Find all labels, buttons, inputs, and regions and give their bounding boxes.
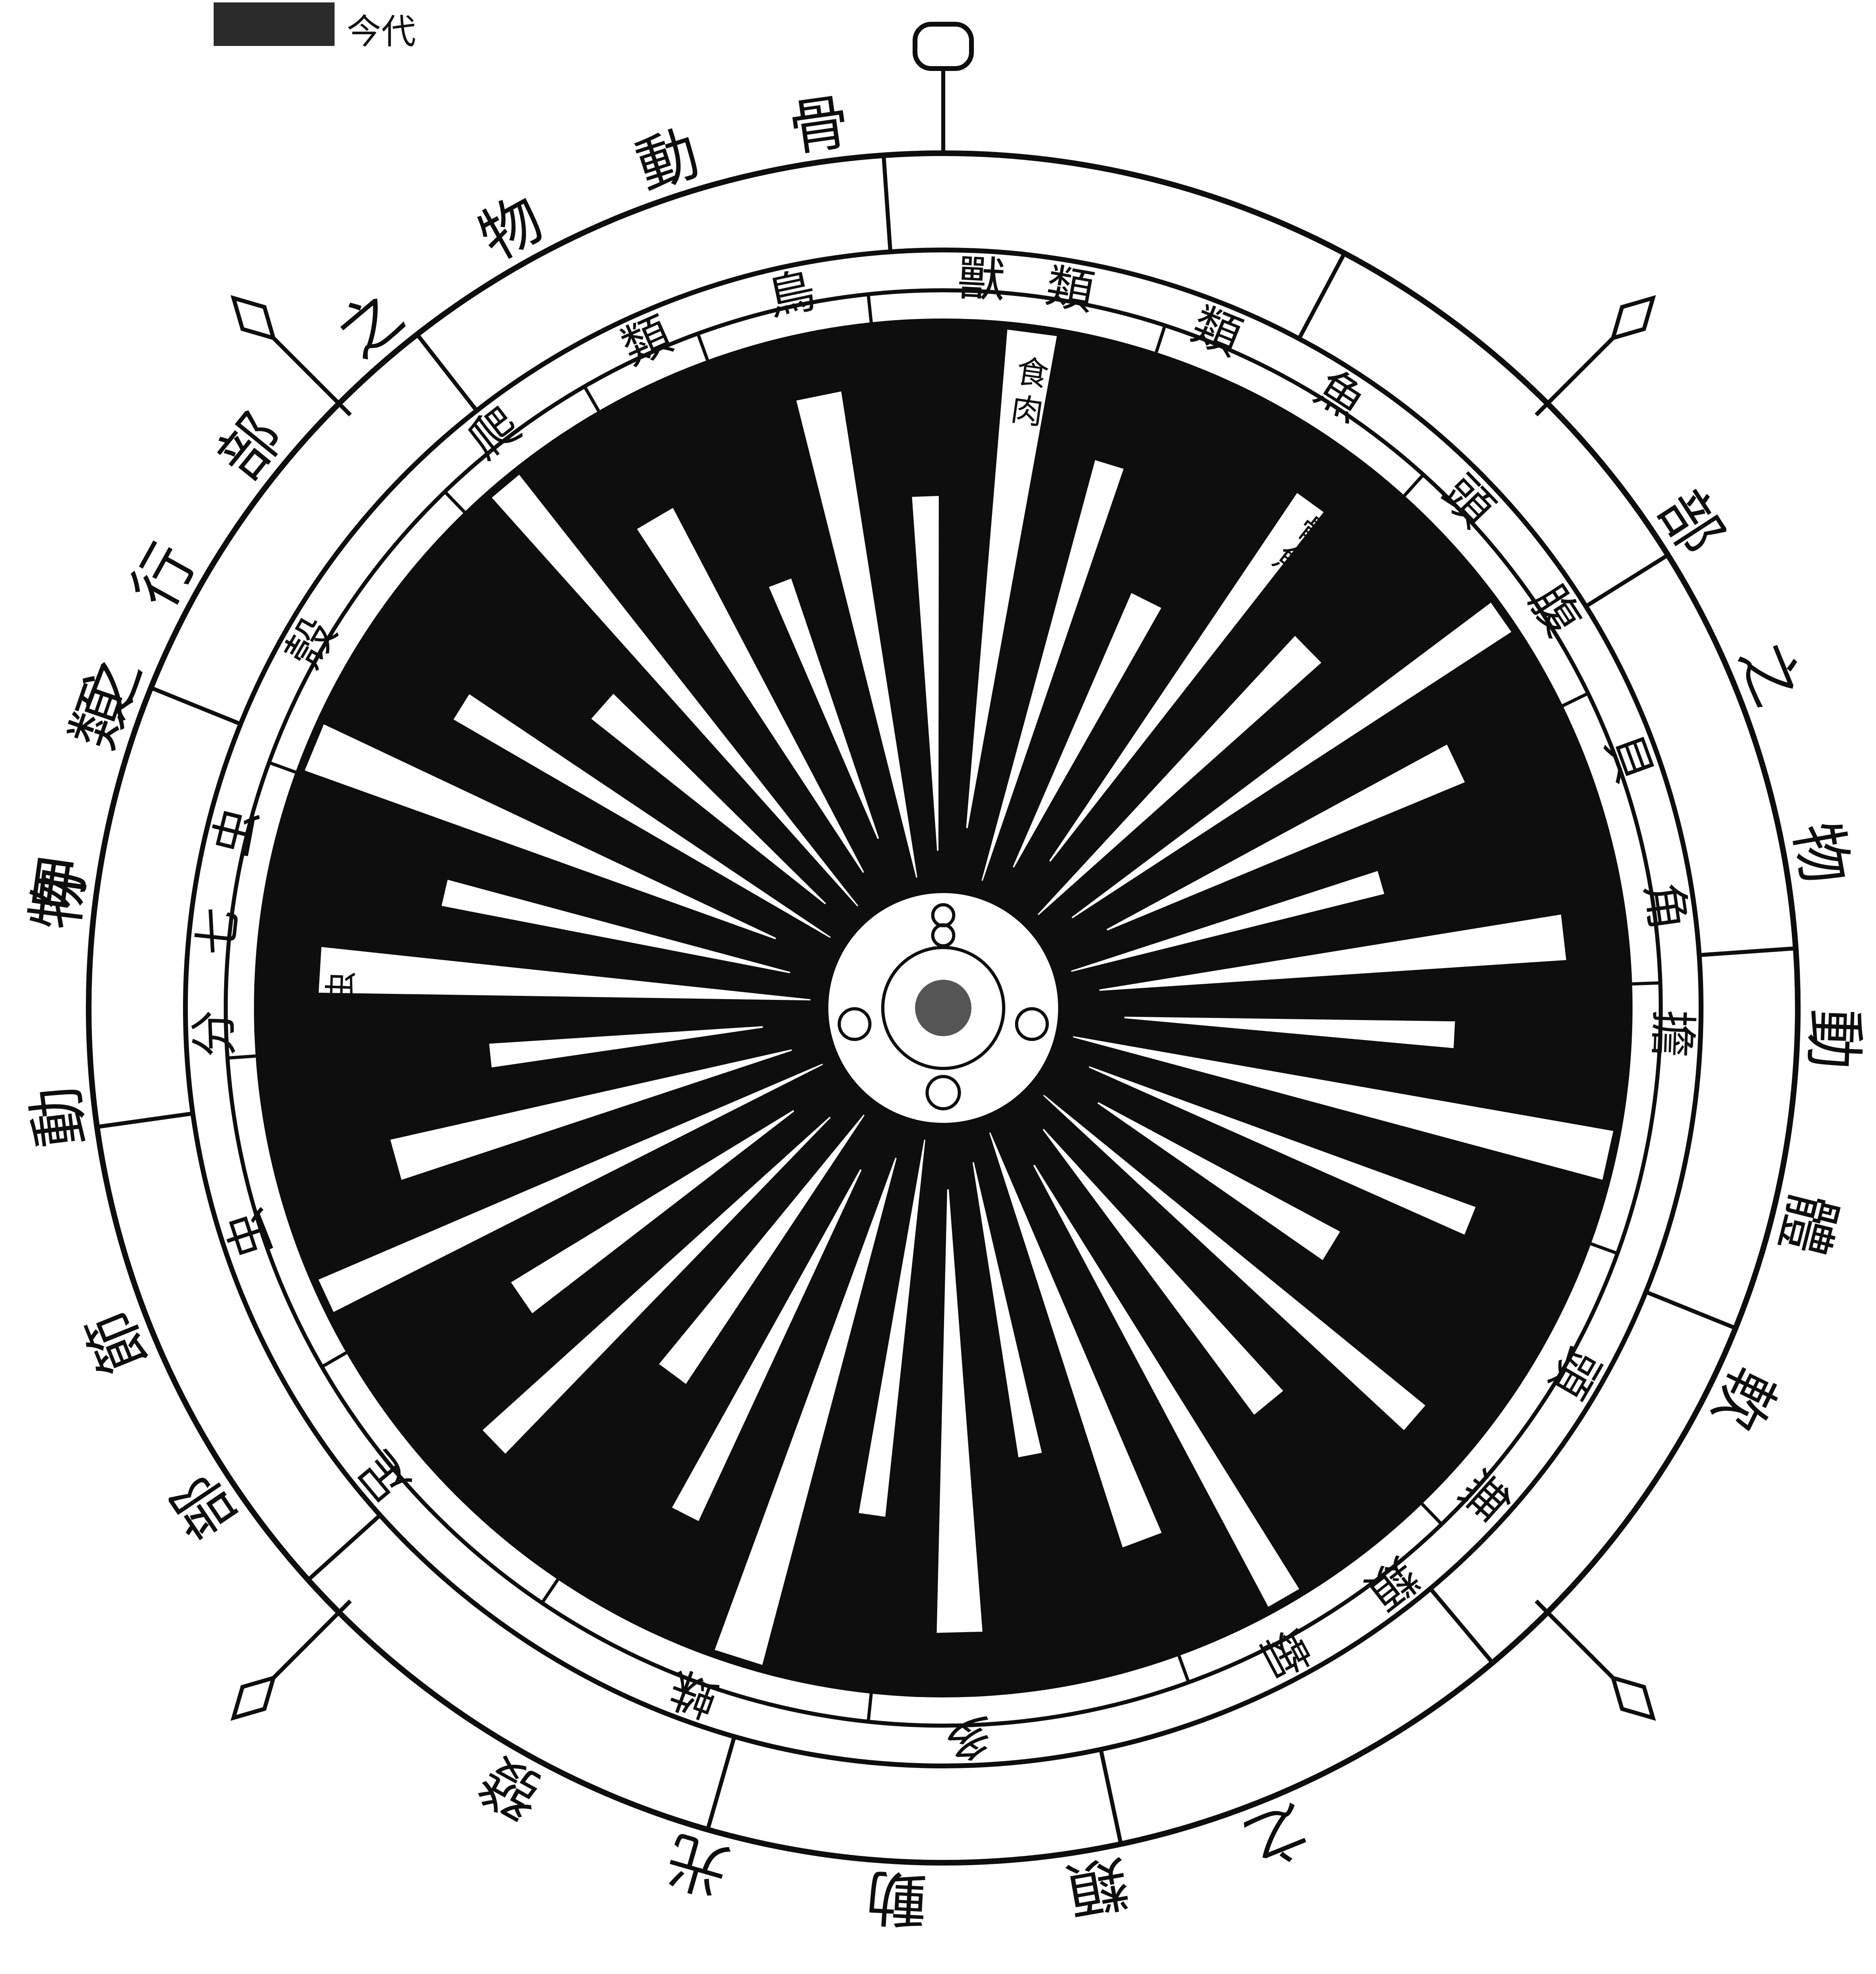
inner-ring-label: 角: [1635, 879, 1697, 934]
outer-ring-label: 動: [21, 1082, 98, 1151]
spoke-label: 軟: [288, 1079, 329, 1116]
spoke-label: 類: [905, 386, 939, 425]
inner-ring-label: 七: [187, 905, 248, 958]
inner-ring-label: 擔: [1644, 1009, 1701, 1058]
spoke-label: 食: [1014, 352, 1051, 394]
inner-ring-label: 類: [1042, 258, 1098, 321]
spoke-label: 水: [1557, 1079, 1599, 1116]
inner-ring-divider: [1632, 983, 1660, 984]
outer-ring-label: 體: [1766, 1186, 1849, 1262]
spoke-label: 虫: [322, 970, 360, 1004]
spoke-label: 鳥: [846, 428, 883, 470]
outer-ring-label: 動: [1797, 1008, 1870, 1070]
spoke-label: 樹: [836, 352, 873, 394]
spoke-label: 甲: [326, 1073, 367, 1110]
spoke-label: 肉: [1009, 390, 1046, 432]
outer-ring-label: 動: [865, 1861, 929, 1934]
compass-spear-icon: [223, 287, 284, 349]
compass-spear-icon: [1602, 1667, 1664, 1728]
compass-spear-icon: [223, 1667, 284, 1728]
inner-ring-label: 多: [944, 1709, 994, 1766]
hub-core: [915, 980, 971, 1036]
compass-spear-icon: [1602, 287, 1664, 349]
inner-ring-label: 獸: [956, 250, 1007, 308]
spoke-label: 木: [841, 390, 878, 432]
spoke-label: 人: [904, 348, 938, 387]
outer-ring-label: 物: [1781, 817, 1860, 889]
top-finial-icon: [915, 24, 971, 69]
inner-ring-label: 分: [185, 1009, 243, 1058]
outer-ring-label: 物: [21, 865, 98, 934]
spoke-label: 鰓: [1519, 1073, 1561, 1110]
spoke-label: 甲: [283, 969, 322, 1002]
outer-ring-label: 骨: [784, 87, 854, 164]
outer-ring-label: 類: [1062, 1846, 1134, 1925]
